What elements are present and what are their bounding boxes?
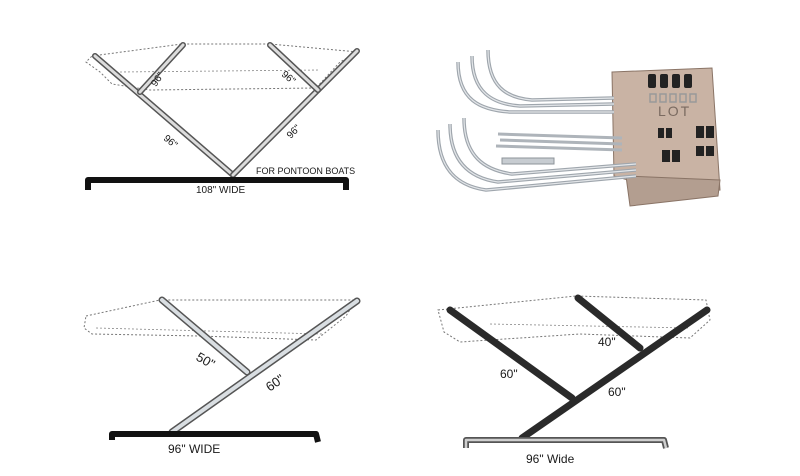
canopy-outline [85,43,360,91]
canopy-mid-line [489,323,691,329]
canopy-outline [83,299,357,341]
bow-upper-right [574,294,644,352]
label-upper-left: 96" [149,70,167,89]
base-rail-inner [464,438,668,449]
box-flap [625,175,721,207]
pontoon-frame-svg: 96" 96" 96" 96" FOR PONTOON BOATS 108" W… [85,42,360,196]
bow-left-short-inner [138,43,185,94]
bow-left-long-inner [93,54,235,177]
three-bow-frame-svg: 60" 40" 60" 96" Wide [437,294,711,466]
width-label: 108" WIDE [196,185,245,196]
hardware-clips [649,93,697,103]
label-lower-right: 60" [608,385,626,399]
width-label: 96" WIDE [168,442,220,456]
canopy-mid-line [95,327,323,335]
base-rail [85,177,349,190]
label-upper: 50" [194,349,218,372]
canopy-mid-line [119,69,321,73]
straight-tubes [495,132,623,152]
frame-kit-svg: LOT [436,49,721,207]
label-lower-left: 96" [161,133,180,151]
bent-tubes-upper [456,49,615,114]
box-print: LOT [658,103,691,119]
bow-long-inner [170,299,359,434]
bow-short-inner [160,298,249,374]
width-label: 96" Wide [526,452,575,466]
frame-kit-photo: LOT [400,0,800,238]
label-lower-right: 96" [285,123,303,141]
bent-tubes-upper-highlight [457,49,615,113]
two-bow-frame-svg: 50" 60" 96" WIDE [83,296,361,456]
bimini-diagram-3bow: 60" 40" 60" 96" Wide [400,238,800,476]
label-upper-right: 40" [598,335,616,349]
bimini-diagram-pontoon: 96" 96" 96" 96" FOR PONTOON BOATS 108" W… [0,0,400,238]
canopy-outline [437,295,711,343]
label-lower: 60" [263,371,288,394]
bow-right-long-inner [231,49,359,177]
label-left: 60" [500,367,518,381]
pontoon-note: FOR PONTOON BOATS [256,166,355,176]
hardware-fittings [648,74,714,162]
bow-right-short-inner [268,43,320,92]
bimini-diagram-2bow: 50" 60" 96" WIDE [0,238,400,476]
bow-left [446,306,576,402]
base-rail [109,431,321,443]
bow-main [518,306,711,442]
short-tube-bundle [501,157,555,165]
bent-tubes-lower-highlight [437,117,637,191]
